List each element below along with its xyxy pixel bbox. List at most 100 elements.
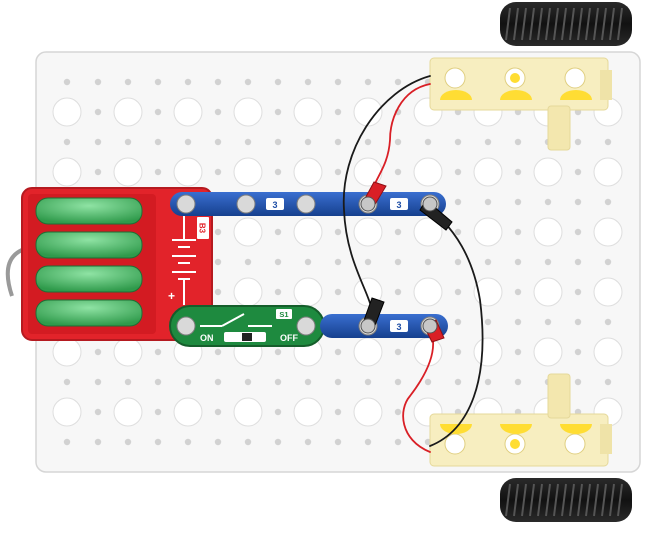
board-hole [364, 378, 372, 386]
board-hole [394, 438, 402, 446]
board-hole [364, 138, 372, 146]
board-hole [484, 258, 492, 266]
board-hole [574, 168, 582, 176]
board-hole [593, 217, 623, 247]
wheel-tread [609, 483, 615, 517]
battery-plus-sign: + [168, 289, 175, 303]
wheel-tread [561, 7, 567, 41]
board-hole [574, 258, 582, 266]
board-hole [394, 168, 402, 176]
board-hole [353, 397, 383, 427]
board-hole [214, 258, 222, 266]
board-hole [473, 337, 503, 367]
board-hole [454, 288, 462, 296]
board-hole [124, 378, 132, 386]
board-hole [514, 138, 522, 146]
board-hole [94, 108, 102, 116]
board-hole [113, 97, 143, 127]
wire-red-bottom [402, 333, 435, 453]
board-hole [184, 378, 192, 386]
board-hole [173, 397, 203, 427]
wheel-tread [529, 7, 535, 41]
board-hole [63, 378, 71, 386]
board-hole [424, 378, 432, 386]
switch-lever-icon [200, 313, 272, 327]
board-hole [484, 378, 492, 386]
wheel-tread [521, 7, 527, 41]
wheel-tread [521, 483, 527, 517]
board-hole [413, 337, 443, 367]
slide-switch[interactable]: ON OFF S1 [169, 305, 325, 347]
wire-red-top [371, 83, 431, 197]
wheel-tread [585, 483, 591, 517]
wheel-tread [505, 7, 511, 41]
board-hole [413, 277, 443, 307]
board-hole [484, 318, 492, 326]
battery-cells [35, 197, 143, 327]
board-hole [514, 378, 522, 386]
board-hole [304, 258, 312, 266]
board-hole [274, 288, 282, 296]
board-hole [574, 198, 582, 206]
board-hole [214, 168, 222, 176]
board-hole [604, 378, 612, 386]
board-hole [274, 168, 282, 176]
board-hole [244, 378, 252, 386]
wheel-tread [553, 7, 559, 41]
clip-black-top [419, 196, 453, 231]
battery-pack: + B3 [5, 187, 213, 341]
board-hole [574, 228, 582, 236]
motor-top [429, 57, 612, 151]
board-hole [274, 228, 282, 236]
board-hole [154, 438, 162, 446]
wheel-tread [601, 7, 607, 41]
board-hole [274, 378, 282, 386]
board-hole [454, 138, 462, 146]
wheel-tread [545, 483, 551, 517]
board-hole [533, 337, 563, 367]
wheel-tread [513, 483, 519, 517]
board-hole [154, 108, 162, 116]
board-hole [394, 288, 402, 296]
board-hole [413, 157, 443, 187]
wheel-tread [505, 483, 511, 517]
wheel-tread [569, 483, 575, 517]
board-hole [173, 157, 203, 187]
board-hole [334, 378, 342, 386]
board-hole [233, 97, 263, 127]
board-hole [293, 277, 323, 307]
board-hole [184, 138, 192, 146]
board-hole [473, 157, 503, 187]
wheel-bottom [500, 478, 632, 522]
board-hole [484, 198, 492, 206]
board-hole [334, 228, 342, 236]
board-hole [244, 138, 252, 146]
board-hole [214, 438, 222, 446]
board-hole [94, 378, 102, 386]
board-hole [154, 138, 162, 146]
battery-cell [35, 265, 143, 293]
wheel-tread [617, 483, 623, 517]
switch-part-number: S1 [279, 310, 288, 319]
board-hole [574, 318, 582, 326]
clip-red-bottom [422, 318, 445, 343]
board-hole [413, 217, 443, 247]
board-hole [514, 288, 522, 296]
board-hole [154, 378, 162, 386]
wheel-tread [585, 7, 591, 41]
board-hole [124, 138, 132, 146]
board-hole [63, 438, 71, 446]
board-hole [304, 438, 312, 446]
wheel-tread [609, 7, 615, 41]
board-hole [604, 138, 612, 146]
board-hole [184, 78, 192, 86]
board-hole [353, 157, 383, 187]
board-hole [544, 318, 552, 326]
switch-slider[interactable] [242, 333, 252, 341]
board-hole [63, 138, 71, 146]
board-hole [274, 438, 282, 446]
board-hole [334, 108, 342, 116]
board-hole [304, 138, 312, 146]
